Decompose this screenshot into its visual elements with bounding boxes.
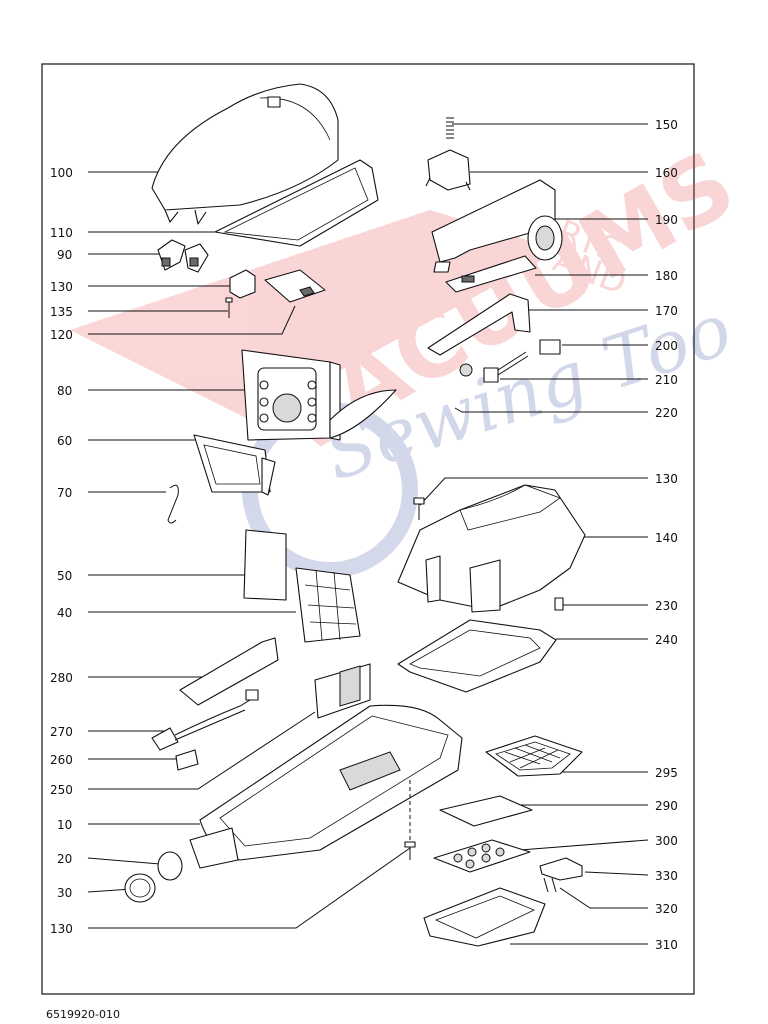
part-310-cover [423, 887, 546, 947]
part-10-base-housing [189, 704, 463, 869]
part-50-filter-pad [243, 529, 287, 601]
part-150-spring [446, 117, 454, 139]
callout-20: 20 [57, 852, 72, 866]
part-240-base-frame [397, 619, 557, 693]
callout-160: 160 [655, 166, 678, 180]
callouts-right: 150 160 190 180 170 200 210 220 130 140 … [655, 118, 678, 952]
callout-200: 200 [655, 339, 678, 353]
callout-250: 250 [50, 783, 73, 797]
part-270-cable [151, 689, 259, 751]
part-40-filter-grid [295, 567, 361, 643]
part-140-top-housing [397, 484, 586, 613]
callout-240: 240 [655, 633, 678, 647]
part-70-spring-wire [167, 484, 179, 524]
diagram-frame [41, 63, 695, 995]
callout-130-b: 130 [50, 922, 73, 936]
callout-140: 140 [655, 531, 678, 545]
callout-130-c: 130 [655, 472, 678, 486]
callout-180: 180 [655, 269, 678, 283]
part-260-connector [175, 749, 199, 771]
part-20-ring [157, 851, 183, 881]
callout-40: 40 [57, 606, 72, 620]
part-250-filter [314, 663, 371, 719]
document-number: 6519920-010 [46, 1008, 120, 1021]
part-300-honeycomb [433, 839, 531, 873]
callout-300: 300 [655, 834, 678, 848]
callout-295: 295 [655, 766, 678, 780]
part-200-small-block [539, 339, 561, 355]
callout-110: 110 [50, 226, 73, 240]
part-110-seal-frame [214, 159, 379, 247]
part-320-spring [543, 877, 557, 893]
part-160-button [425, 149, 471, 191]
part-60-frame [193, 434, 276, 496]
callout-190: 190 [655, 213, 678, 227]
callout-80: 80 [57, 384, 72, 398]
callout-260: 260 [50, 753, 73, 767]
leader-lines [87, 123, 649, 945]
part-295-grille [485, 735, 583, 777]
callouts-left: 100 110 90 130 135 120 80 60 70 50 40 28… [50, 166, 73, 936]
part-330-clip [539, 857, 583, 881]
callout-320: 320 [655, 902, 678, 916]
part-135-screw [225, 297, 233, 318]
callout-120: 120 [50, 328, 73, 342]
callout-220: 220 [655, 406, 678, 420]
part-230-small-pin [554, 597, 564, 611]
callout-90: 90 [57, 248, 72, 262]
callout-290: 290 [655, 799, 678, 813]
callout-210: 210 [655, 373, 678, 387]
part-180-grip [445, 255, 537, 293]
part-80-bag-holder [241, 349, 397, 441]
part-280-strip [179, 637, 279, 706]
part-30-clamp [124, 873, 156, 903]
callout-50: 50 [57, 569, 72, 583]
part-170-handle-cover [427, 293, 531, 356]
part-130-screw-bottom [404, 780, 416, 860]
part-100-top-cover [151, 83, 339, 225]
part-130-screw-right [413, 497, 425, 520]
part-120-bracket [264, 269, 326, 303]
part-130-switch [229, 269, 256, 299]
callout-130-a: 130 [50, 280, 73, 294]
callout-30: 30 [57, 886, 72, 900]
callout-310: 310 [655, 938, 678, 952]
part-90-latch [157, 239, 209, 273]
part-220-knob [459, 363, 473, 377]
part-210-switch-wire [483, 351, 529, 383]
callout-10: 10 [57, 818, 72, 832]
part-190-handle [431, 179, 563, 273]
callout-270: 270 [50, 725, 73, 739]
callout-280: 280 [50, 671, 73, 685]
callout-150: 150 [655, 118, 678, 132]
part-290-filter-sheet [439, 795, 533, 827]
callout-170: 170 [655, 304, 678, 318]
callout-100: 100 [50, 166, 73, 180]
callout-60: 60 [57, 434, 72, 448]
callout-330: 330 [655, 869, 678, 883]
callout-70: 70 [57, 486, 72, 500]
callout-230: 230 [655, 599, 678, 613]
callout-135: 135 [50, 305, 73, 319]
